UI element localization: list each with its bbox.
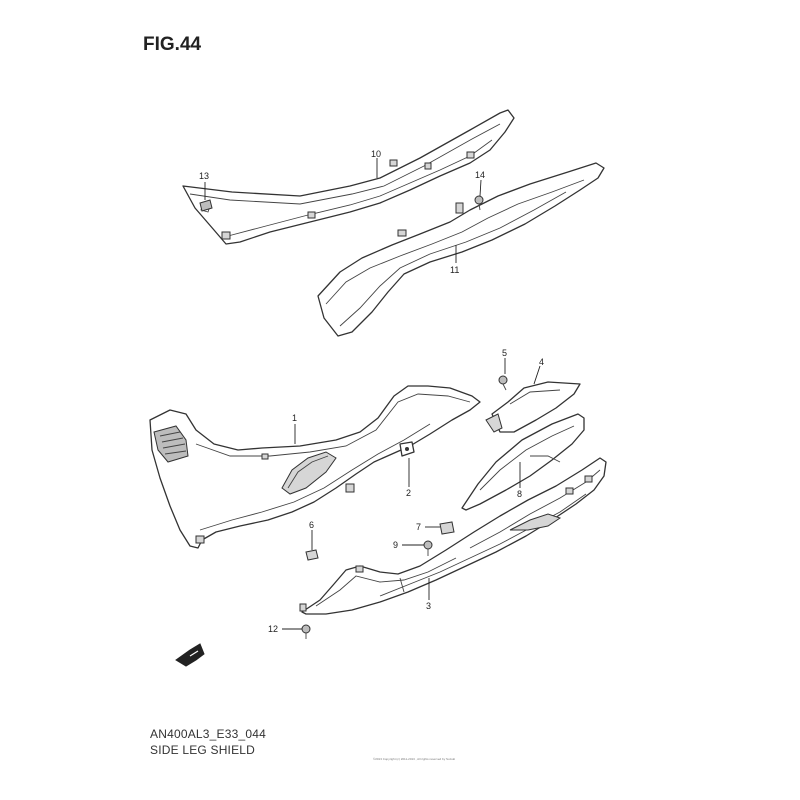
figure-name: SIDE LEG SHIELD [150,743,256,757]
copyright-text: ©2013 Copyright (c) 2011-2013 , All righ… [373,757,456,761]
figure-title: FIG.44 [143,34,202,55]
figure-code: AN400AL3_E33_044 [150,727,266,741]
callout-8: 8 [517,489,522,499]
fwd-arrow-icon [175,643,205,667]
part-1-side-leg-shield[interactable] [149,385,481,549]
part-2-bracket[interactable] [399,441,415,457]
callout-9: 9 [393,540,398,550]
part-10-frame-cover[interactable] [182,109,515,245]
part-9-clip[interactable] [423,540,433,556]
part-12-screw[interactable] [301,624,311,639]
callout-7: 7 [416,522,421,532]
callout-5: 5 [502,348,507,358]
part-4-cover[interactable] [485,381,581,433]
callout-14: 14 [475,170,485,180]
part-14-screw[interactable] [474,195,484,211]
callout-6: 6 [309,520,314,530]
part-11-floor-trim[interactable] [317,162,605,337]
part-8-side-panel[interactable] [461,413,585,511]
part-3-under-cover[interactable] [299,457,607,615]
part-6-clip[interactable] [305,549,319,561]
part-13-clip[interactable] [199,199,213,212]
callout-labels: 10 13 14 11 1 2 5 4 8 6 7 9 3 12 [199,149,544,634]
callout-12: 12 [268,624,278,634]
callout-4: 4 [539,357,544,367]
callout-13: 13 [199,171,209,181]
callout-2: 2 [406,488,411,498]
callout-1: 1 [292,413,297,423]
leader-lines [204,158,541,630]
part-5-screw[interactable] [498,375,508,391]
callout-3: 3 [426,601,431,611]
callout-11: 11 [450,265,459,275]
part-7-nut[interactable] [439,521,455,535]
callout-10: 10 [371,149,381,159]
